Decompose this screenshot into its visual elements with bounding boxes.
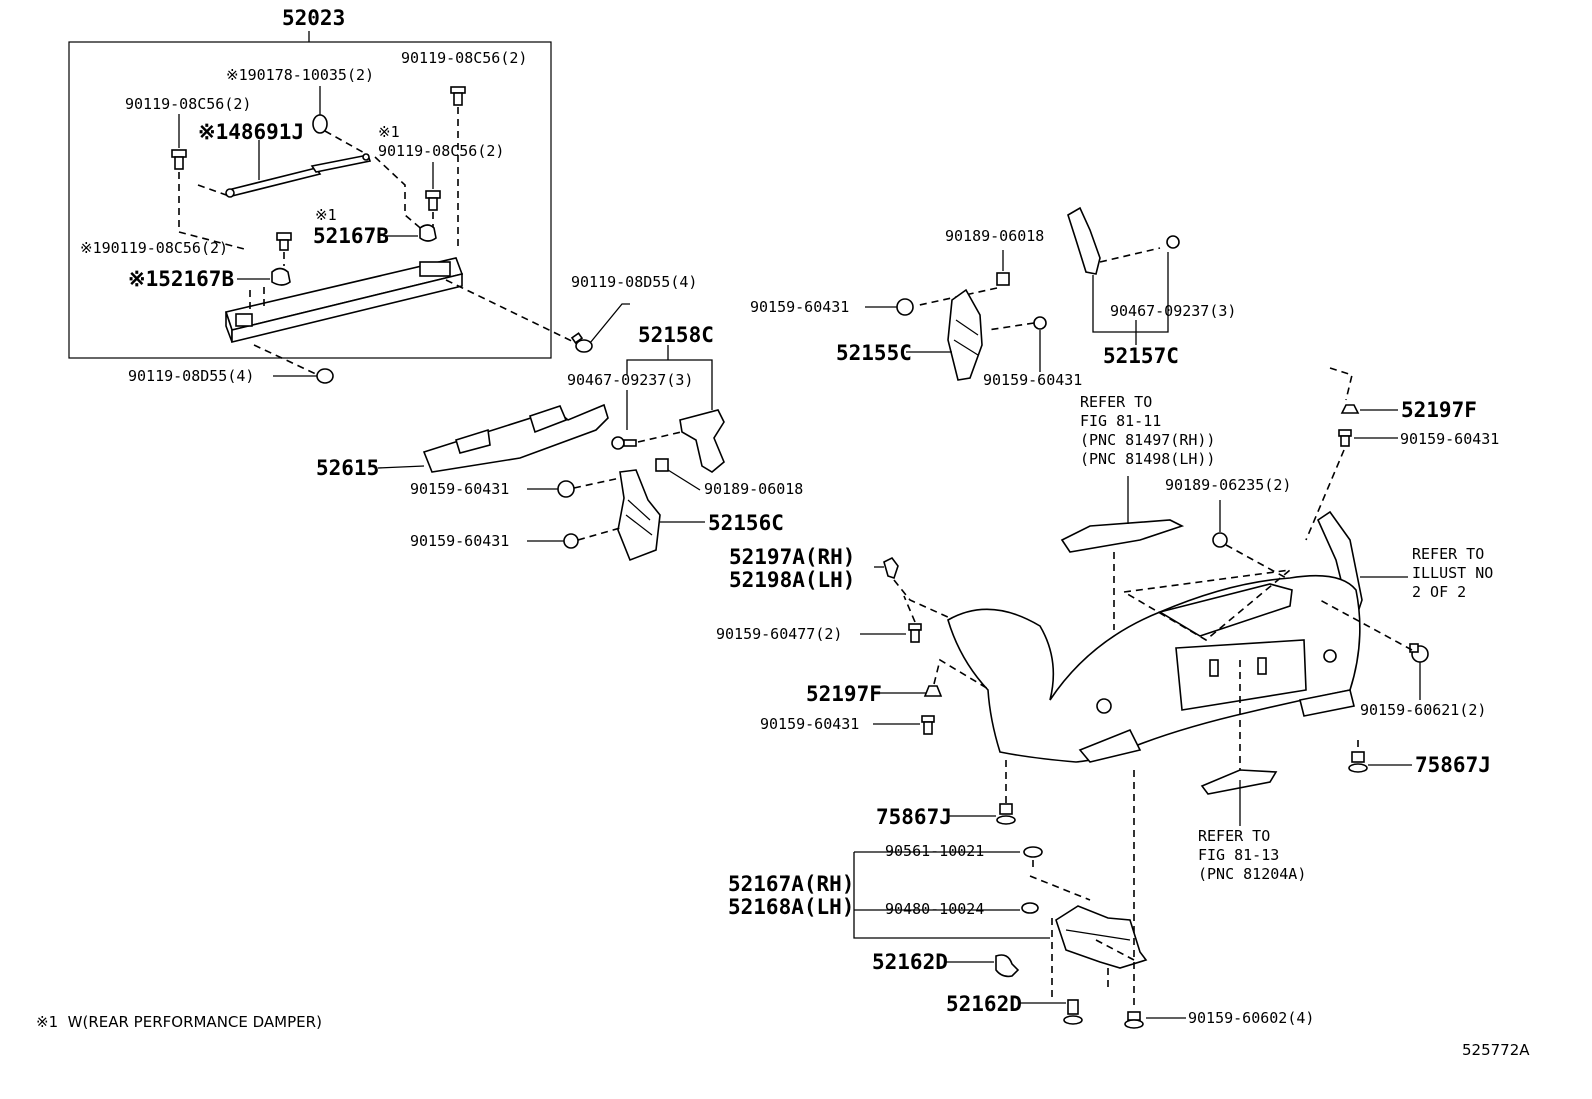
part-label: 90189-06018: [945, 227, 1045, 245]
part-label: 90159-60431: [1400, 430, 1500, 448]
part-label: 52198A(LH): [729, 568, 856, 592]
bolt-icon: [171, 149, 187, 170]
rear-bumper-cover: [947, 574, 1361, 763]
part-label: 90119-08D55(4): [571, 273, 698, 291]
side-bracket: [617, 469, 661, 562]
mud-guard: [1055, 905, 1148, 969]
clip-icon: [563, 533, 579, 549]
bumper-reinforcement: [224, 257, 464, 344]
side-bracket: [947, 288, 983, 381]
part-label: ※190178-10035(2): [226, 66, 375, 84]
part-label: 90159-60431: [410, 532, 510, 550]
part-label: 90480-10024: [885, 900, 985, 918]
document-number: 525772A: [1462, 1041, 1530, 1059]
part-label: 52167B: [313, 224, 389, 248]
clip-icon: [1023, 846, 1043, 858]
part-label: 52197A(RH): [729, 545, 856, 569]
part-label: 90159-60602(4): [1188, 1009, 1315, 1027]
part-label: 52156C: [708, 511, 784, 535]
license-plate-area: [1175, 639, 1307, 711]
part-label: 90159-60431: [983, 371, 1083, 389]
clip-icon: [923, 685, 943, 697]
reflector-strip: [1060, 519, 1185, 553]
bolt-icon: [1409, 643, 1429, 663]
part-label: 52162D: [946, 992, 1022, 1016]
nut-icon: [996, 272, 1010, 286]
bolt-icon: [570, 332, 593, 353]
clip-icon: [921, 715, 935, 735]
energy-absorber: [422, 403, 609, 473]
part-label: 52158C: [638, 323, 714, 347]
part-label: ※152167B: [128, 267, 235, 291]
part-label: 75867J: [876, 805, 952, 829]
clip-icon: [1033, 316, 1047, 330]
footnote-mark: ※1: [315, 206, 337, 224]
reference-note: REFER TO FIG 81-13 (PNC 81204A): [1198, 827, 1307, 883]
part-label: 52197F: [1401, 398, 1477, 422]
part-label: 90159-60621(2): [1360, 701, 1487, 719]
part-label: 90561-10021: [885, 842, 985, 860]
nut-icon: [655, 458, 669, 472]
part-label: 90159-60431: [750, 298, 850, 316]
clip-icon: [883, 556, 899, 580]
clip-icon: [1340, 404, 1360, 414]
clip-icon: [1348, 751, 1368, 773]
clip-icon: [996, 803, 1016, 825]
part-label: 90119-08C56(2): [125, 95, 252, 113]
bracket-icon: [271, 267, 291, 286]
part-label: 52155C: [836, 341, 912, 365]
footnote-mark: ※1: [378, 123, 400, 141]
reference-note: REFER TO ILLUST NO 2 OF 2: [1412, 545, 1494, 601]
reference-note: REFER TO FIG 81-11 (PNC 81497(RH)) (PNC …: [1080, 393, 1216, 468]
assembly-label: 52023: [282, 6, 346, 30]
damper-rod: [197, 153, 372, 198]
bolt-icon: [425, 190, 441, 211]
part-label: 90159-60431: [760, 715, 860, 733]
retainer: [1200, 769, 1278, 795]
bolt-icon: [1124, 1011, 1144, 1029]
screw-icon: [1166, 235, 1180, 249]
part-label: 52157C: [1103, 344, 1179, 368]
clip-icon: [908, 623, 922, 643]
screw-icon: [611, 436, 637, 450]
nut-icon: [1212, 532, 1228, 548]
part-label: 90159-60431: [410, 480, 510, 498]
clip-icon: [1338, 429, 1352, 447]
part-label: 52168A(LH): [728, 895, 855, 919]
part-label: 52162D: [872, 950, 948, 974]
assembly-box-52023: [68, 41, 552, 359]
footnote: ※1 W(REAR PERFORMANCE DAMPER): [36, 1013, 322, 1031]
bolt-icon: [316, 368, 334, 384]
clip-icon: [1063, 999, 1083, 1025]
clip-icon: [557, 480, 575, 498]
part-label: 90467-09237(3): [1110, 302, 1237, 320]
part-label: ※148691J: [198, 120, 305, 144]
part-label: 52615: [316, 456, 380, 480]
part-label: 75867J: [1415, 753, 1491, 777]
bracket-icon: [419, 224, 437, 242]
clip-icon: [896, 298, 914, 316]
clip-icon: [995, 954, 1020, 978]
side-bracket: [679, 409, 725, 473]
part-label: 90119-08C56(2): [401, 49, 528, 67]
part-label: 90119-08C56(2): [378, 142, 505, 160]
part-label: 52167A(RH): [728, 872, 855, 896]
part-label: 90189-06235(2): [1165, 476, 1292, 494]
bolt-icon: [276, 232, 292, 251]
side-bracket: [1067, 206, 1101, 275]
washer-icon: [312, 114, 328, 134]
part-label: 90119-08D55(4): [128, 367, 255, 385]
part-label: 90159-60477(2): [716, 625, 843, 643]
part-label: 52197F: [806, 682, 882, 706]
part-label: 90467-09237(3): [567, 371, 694, 389]
part-label: ※190119-08C56(2): [80, 239, 229, 257]
part-label: 90189-06018: [704, 480, 804, 498]
screw-icon: [1021, 902, 1039, 914]
bolt-icon: [450, 86, 466, 106]
